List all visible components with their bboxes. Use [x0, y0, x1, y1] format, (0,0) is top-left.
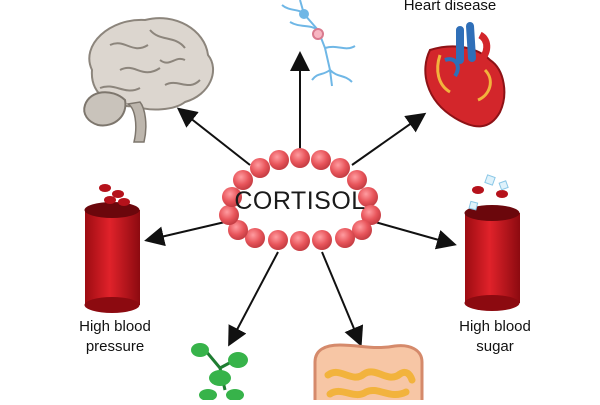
label-line: pressure [85, 338, 145, 355]
neuron-icon [281, 0, 356, 87]
molecule-ball [358, 187, 378, 207]
molecule-ball [269, 150, 289, 170]
molecule-ball [228, 220, 248, 240]
arrow-to-fat-cells [228, 251, 279, 347]
arrow-to-sugar [374, 221, 457, 250]
brain-icon [83, 17, 214, 143]
arrow-to-brain [176, 107, 251, 166]
heart-disease-text: Heart disease [403, 0, 497, 14]
blood-vessel-icon [464, 174, 520, 311]
label-line: High blood [79, 318, 151, 335]
blood-vessel-icon [84, 184, 140, 313]
high-blood-pressure-label: High blood pressure [55, 317, 175, 357]
intestine-icon [313, 343, 424, 400]
label-line: High blood [459, 318, 531, 335]
cortisol-molecule-ring [219, 148, 381, 251]
molecule-ball [330, 158, 350, 178]
molecule-ball [352, 220, 372, 240]
fat-cells-icon [191, 343, 248, 401]
high-blood-sugar-label: High blood sugar [435, 317, 555, 357]
cortisol-label: CORTISOL [234, 187, 366, 215]
heart-disease-label: Heart disease [395, 0, 505, 16]
molecule-ball [347, 170, 367, 190]
molecule-ball [311, 150, 331, 170]
arrow-to-pressure [144, 221, 226, 247]
molecule-ball [361, 205, 381, 225]
arrows [144, 51, 457, 347]
molecule-ball [245, 228, 265, 248]
arrow-to-intestine [321, 251, 364, 347]
arrow-to-heart [351, 112, 427, 166]
molecule-ball [268, 230, 288, 250]
molecule-ball [233, 170, 253, 190]
label-line: sugar [476, 338, 514, 355]
molecule-ball [335, 228, 355, 248]
molecule-ball [222, 187, 242, 207]
molecule-ball [250, 158, 270, 178]
molecule-ball [312, 230, 332, 250]
heart-icon [424, 22, 506, 128]
molecule-ball [290, 231, 310, 251]
molecule-ball [290, 148, 310, 168]
molecule-ball [219, 205, 239, 225]
